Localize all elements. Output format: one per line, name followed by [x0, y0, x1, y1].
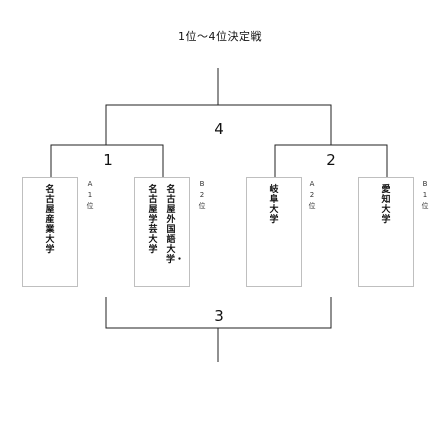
match-number-third-place: 3	[214, 307, 224, 325]
team-box-4: 愛知大学	[358, 177, 414, 287]
team-seed-2: B2位	[198, 180, 206, 210]
team-seed-4: B1位	[421, 180, 429, 210]
team-seed-3: A2位	[308, 180, 316, 210]
match-number-final: 4	[214, 120, 224, 138]
team-name: 名古屋産業大学	[45, 185, 55, 255]
team-box-3: 岐阜大学	[246, 177, 302, 287]
team-name-line-2: 名古屋学芸大学	[148, 185, 158, 255]
team-seed-1: A1位	[86, 180, 94, 210]
match-number-semifinal-left: 1	[103, 151, 113, 169]
bracket-title: 1位〜4位決定戦	[178, 30, 262, 43]
team-name: 愛知大学	[381, 185, 391, 225]
team-box-2: 名古屋外国語大学・ 名古屋学芸大学	[134, 177, 190, 287]
team-name-line-1: 名古屋外国語大学・	[166, 185, 185, 265]
match-number-semifinal-right: 2	[326, 151, 336, 169]
team-name: 岐阜大学	[269, 185, 279, 225]
team-box-1: 名古屋産業大学	[22, 177, 78, 287]
